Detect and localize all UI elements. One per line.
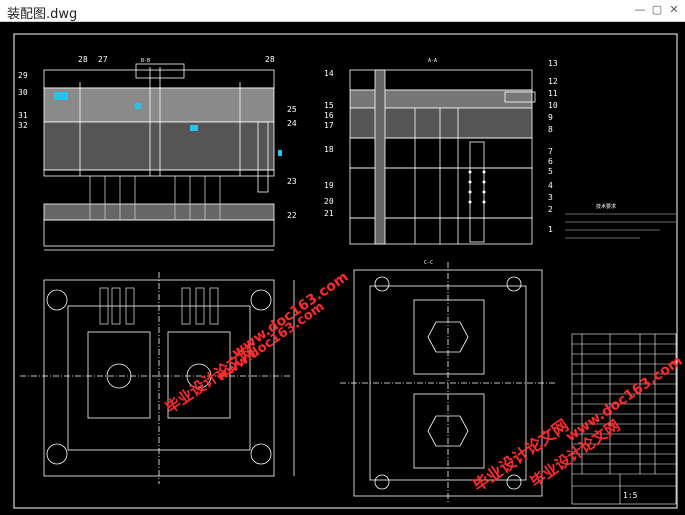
drawing-canvas[interactable]: B-B A-A C-C 28 27 28 29 30 31 32 25 24 2… — [0, 22, 685, 515]
part-num: 2 — [548, 205, 553, 214]
tech-notes — [565, 213, 676, 239]
part-num: 28 — [265, 55, 275, 64]
part-num: 10 — [548, 101, 558, 110]
plan-view-left — [20, 272, 295, 484]
part-num: 21 — [324, 209, 334, 218]
section-view-left — [43, 63, 282, 251]
part-num: 27 — [98, 55, 108, 64]
title-bar: 装配图.dwg — ▢ ✕ — [0, 0, 685, 22]
part-num: 31 — [18, 111, 28, 120]
part-num: 12 — [548, 77, 558, 86]
part-num: 7 — [548, 147, 553, 156]
close-icon[interactable]: ✕ — [669, 3, 679, 16]
section-label-c: C-C — [424, 260, 433, 266]
part-num: 23 — [287, 177, 297, 186]
section-view-right — [349, 69, 536, 245]
part-num: 25 — [287, 105, 297, 114]
part-num: 16 — [324, 111, 334, 120]
part-num: 4 — [548, 181, 553, 190]
part-num: 24 — [287, 119, 297, 128]
section-label-b: B-B — [141, 58, 150, 64]
section-label-a: A-A — [428, 58, 437, 64]
part-num: 28 — [78, 55, 88, 64]
part-num: 19 — [324, 181, 334, 190]
part-num: 29 — [18, 71, 28, 80]
scale-label: 1:5 — [623, 491, 638, 500]
part-num: 14 — [324, 69, 334, 78]
text-layer: B-B A-A C-C 28 27 28 29 30 31 32 25 24 2… — [18, 55, 685, 500]
parts-list — [571, 333, 677, 505]
part-num: 8 — [548, 125, 553, 134]
part-num: 18 — [324, 145, 334, 154]
watermark-url-2: www.doc163.com — [214, 299, 328, 385]
part-num: 6 — [548, 157, 553, 166]
part-num: 1 — [548, 225, 553, 234]
part-num: 13 — [548, 59, 558, 68]
part-num: 15 — [324, 101, 334, 110]
part-num: 11 — [548, 89, 558, 98]
part-num: 22 — [287, 211, 297, 220]
notes-heading: 技术要求 — [596, 203, 616, 210]
minimize-icon[interactable]: — — [634, 3, 646, 16]
drawing-frame — [13, 33, 678, 509]
cad-drawing — [13, 33, 678, 509]
maximize-icon[interactable]: ▢ — [651, 3, 663, 16]
watermark-url-3: www.doc163.com — [563, 353, 685, 445]
part-num: 30 — [18, 88, 28, 97]
file-title: 装配图.dwg — [7, 7, 78, 22]
part-num: 20 — [324, 197, 334, 206]
part-num: 32 — [18, 121, 28, 130]
plan-view-right — [340, 262, 556, 502]
part-num: 5 — [548, 167, 553, 176]
part-num: 17 — [324, 121, 334, 130]
part-num: 3 — [548, 193, 553, 202]
part-num: 9 — [548, 113, 553, 122]
